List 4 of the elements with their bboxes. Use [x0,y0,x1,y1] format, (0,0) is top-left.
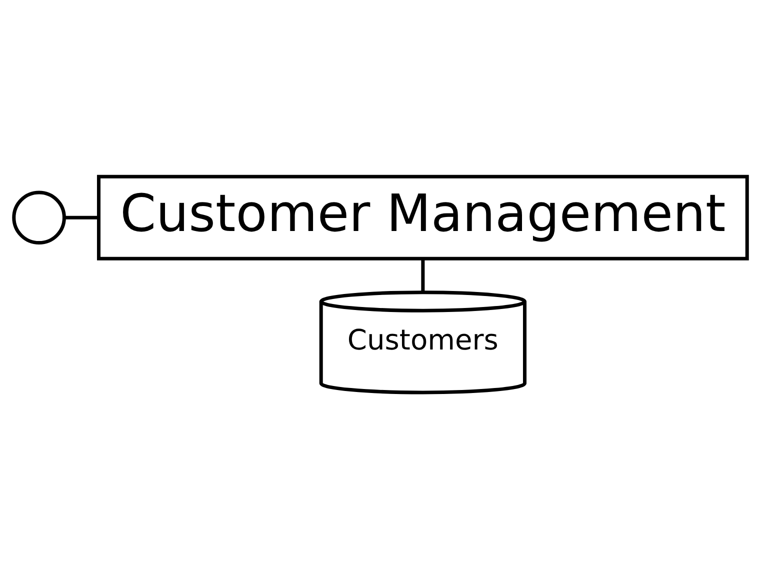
node-box: Customer Management [96,174,749,260]
connector [64,216,98,220]
connector [421,258,425,293]
node-circle [12,190,66,245]
